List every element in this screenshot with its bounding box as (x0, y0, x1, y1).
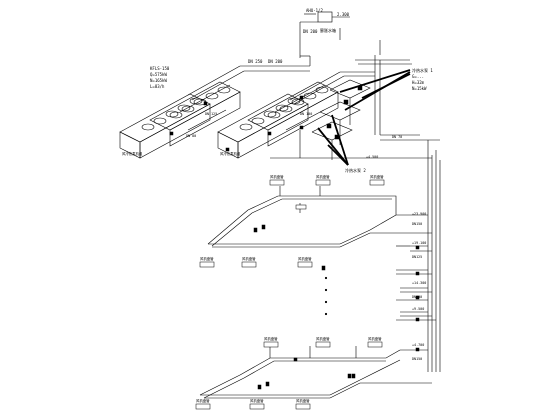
chiller-spec-4: L=83/h (150, 84, 165, 89)
level-1: +4.700 (412, 343, 424, 347)
floor-loop-5 (199, 346, 432, 399)
riser-1: DN150 (412, 222, 422, 226)
pump-label-1: 冷热水泵 1 (412, 67, 433, 73)
elev-label: +4.500 (366, 155, 378, 159)
flow-label: DN 70 (392, 135, 402, 139)
riser-4: DN150 (412, 357, 422, 361)
valves (169, 85, 420, 390)
top-box-note: 膨胀水箱 (320, 27, 336, 33)
top-note-2: DN 200 (303, 29, 318, 34)
leader-lines (317, 69, 411, 166)
main-headers (179, 55, 412, 135)
fcu-floor1 (199, 179, 385, 268)
chiller-spec-3: N=165kW (150, 78, 167, 83)
level-3: +14.300 (412, 281, 426, 285)
unit-label-2: 风机盘管 (316, 174, 330, 179)
main-pipe-1: DN 250 (248, 59, 263, 64)
labels: AHU-1/2 2.300 膨胀水箱 DN 200 KFLS-150 Q=575… (122, 8, 433, 403)
floor-loop-3 (396, 287, 432, 301)
branch-3: DN 80 (186, 134, 196, 138)
level-4: +19.100 (412, 241, 426, 245)
main-risers (400, 139, 441, 372)
pump-assembly (270, 79, 420, 160)
floor-loop-2 (396, 245, 432, 275)
unit-label-8: 风机盘管 (316, 336, 330, 341)
chiller-right (217, 81, 339, 159)
continuation-dots (324, 276, 328, 316)
riser-3: DN100 (412, 295, 422, 299)
chiller-left-label: 风冷热泵机组 (122, 151, 143, 156)
unit-label-1: 风机盘管 (270, 174, 284, 179)
chiller-left (119, 81, 241, 159)
level-5: +23.900 (412, 212, 426, 216)
unit-label-12: 风机盘管 (296, 398, 310, 403)
chiller-left-fans (141, 86, 231, 131)
pump-spec-1: G=... (412, 74, 424, 79)
pump-spec-2: H=32m (412, 80, 425, 85)
chiller-right-fans (239, 86, 329, 131)
branch-2: DN 100 (300, 112, 312, 116)
pump-label-2: 冷热水泵 2 (345, 167, 366, 173)
top-note-1: AHU-1/2 (306, 8, 323, 13)
expansion-tank-assembly (299, 11, 381, 58)
unit-label-11: 风机盘管 (250, 398, 264, 403)
unit-label-9: 风机盘管 (368, 336, 382, 341)
unit-label-3: 风机盘管 (370, 174, 384, 179)
branch-1: DN 125 (205, 112, 217, 116)
unit-label-7: 风机盘管 (264, 336, 278, 341)
main-pipe-2: DN 200 (268, 59, 283, 64)
level-2: +9.500 (412, 307, 424, 311)
chiller-right-label: 风冷热泵机组 (220, 151, 241, 156)
riser-2: DN125 (412, 255, 422, 259)
fcu-floor5 (195, 341, 383, 410)
chiller-spec-1: KFLS-150 (150, 66, 170, 71)
fan-coil-units (169, 85, 420, 410)
chiller-spec-2: Q=575kW (150, 72, 167, 77)
unit-label-5: 风机盘管 (242, 256, 256, 261)
top-box-label: 2.300 (337, 12, 350, 17)
unit-label-6: 风机盘管 (298, 256, 312, 261)
pump-spec-3: N=15kW (412, 86, 427, 91)
unit-label-4: 风机盘管 (200, 256, 214, 261)
floor-loop-1 (207, 186, 432, 248)
unit-label-10: 风机盘管 (196, 398, 210, 403)
